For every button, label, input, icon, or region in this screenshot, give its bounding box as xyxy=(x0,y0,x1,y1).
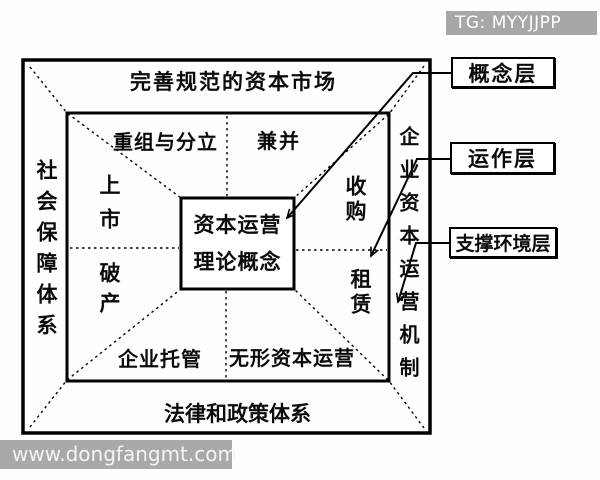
inner-label-intangible: 无形资本运营 xyxy=(229,346,355,370)
operation-layer-arrow xyxy=(370,158,452,258)
concept-layer-box: 概念层 xyxy=(451,57,555,88)
operation-layer-box: 运作层 xyxy=(450,142,555,174)
dashed-dividers xyxy=(29,65,425,429)
inner-label-merger: 兼并 xyxy=(257,129,301,153)
tg-badge: TG: MYYJJPP xyxy=(446,11,597,35)
center-box xyxy=(179,196,296,291)
ring-label-right: 企业资本运营机制 xyxy=(396,126,420,390)
layer-arrows xyxy=(285,72,452,304)
support-layer-box: 支撑环境层 xyxy=(449,227,557,258)
site-watermark: www.dongfangmt.com xyxy=(0,440,237,469)
operation-layer-label: 运作层 xyxy=(468,147,537,171)
divider-diagonal-top-left xyxy=(29,66,182,199)
support-layer-label: 支撑环境层 xyxy=(455,233,551,255)
inner-label-acquisition: 收购 xyxy=(343,175,367,225)
center-concept-text: 资本运营 理论概念 xyxy=(181,198,294,289)
support-layer-arrow xyxy=(395,242,452,304)
inner-label-restructure: 重组与分立 xyxy=(113,130,218,154)
inner-label-trusteeship: 企业托管 xyxy=(118,347,202,371)
ring-label-top: 完善规范的资本市场 xyxy=(130,70,337,94)
center-concept-line1: 资本运营 xyxy=(193,212,282,237)
inner-rect xyxy=(65,111,391,383)
inner-label-leasing: 租赁 xyxy=(348,268,372,318)
divider-diagonal-bottom-left xyxy=(29,288,182,428)
ring-label-left: 社会保障体系 xyxy=(34,159,58,345)
inner-label-listing: 上市 xyxy=(97,174,121,242)
divider-diagonal-bottom-right xyxy=(293,288,425,429)
divider-diagonal-top-right xyxy=(293,65,425,199)
concept-layer-label: 概念层 xyxy=(468,61,538,86)
outer-rect xyxy=(21,58,432,435)
inner-label-bankruptcy: 破产 xyxy=(97,262,121,322)
concept-layer-arrow xyxy=(285,72,452,220)
ring-label-bottom: 法律和政策体系 xyxy=(164,402,311,426)
center-concept-line2: 理论概念 xyxy=(193,249,282,274)
